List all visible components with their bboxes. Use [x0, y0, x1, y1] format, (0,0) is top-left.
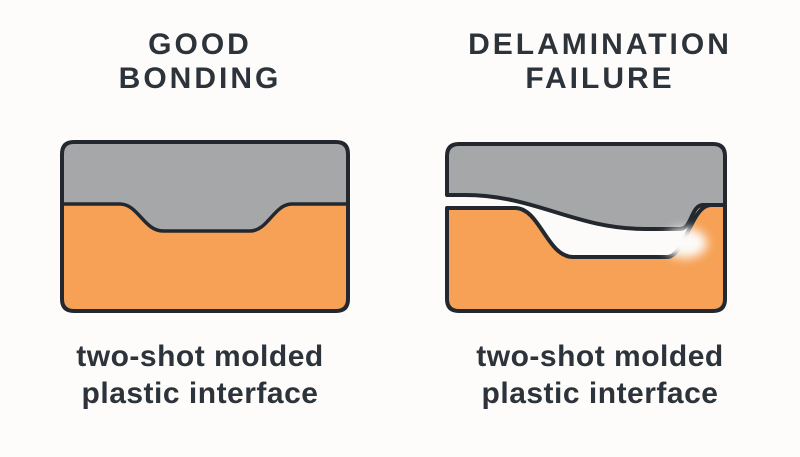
left-title-line1: GOOD: [148, 28, 252, 61]
left-title-line2: BONDING: [118, 62, 282, 95]
right-caption-line1: two-shot molded: [476, 340, 724, 373]
left-shape-outline: [60, 140, 350, 313]
left-caption-line2: plastic interface: [81, 377, 319, 410]
right-panel-caption: two-shot molded plastic interface: [400, 338, 800, 412]
delamination-failure-diagram: [445, 142, 727, 313]
left-interface-line: [60, 202, 350, 233]
left-caption-line1: two-shot molded: [76, 340, 324, 373]
gap-fade-highlight: [663, 228, 707, 258]
left-panel-caption: two-shot molded plastic interface: [0, 338, 400, 412]
right-title-line2: FAILURE: [525, 62, 675, 95]
right-panel-title: DELAMINATION FAILURE: [400, 28, 800, 96]
good-bonding-diagram: [60, 140, 350, 313]
left-orange-layer: [62, 204, 348, 311]
left-panel-title: GOOD BONDING: [0, 28, 400, 96]
right-title-line1: DELAMINATION: [468, 28, 732, 61]
right-orange-layer: [445, 203, 727, 313]
right-caption-line2: plastic interface: [481, 377, 719, 410]
right-gray-layer: [445, 142, 727, 231]
